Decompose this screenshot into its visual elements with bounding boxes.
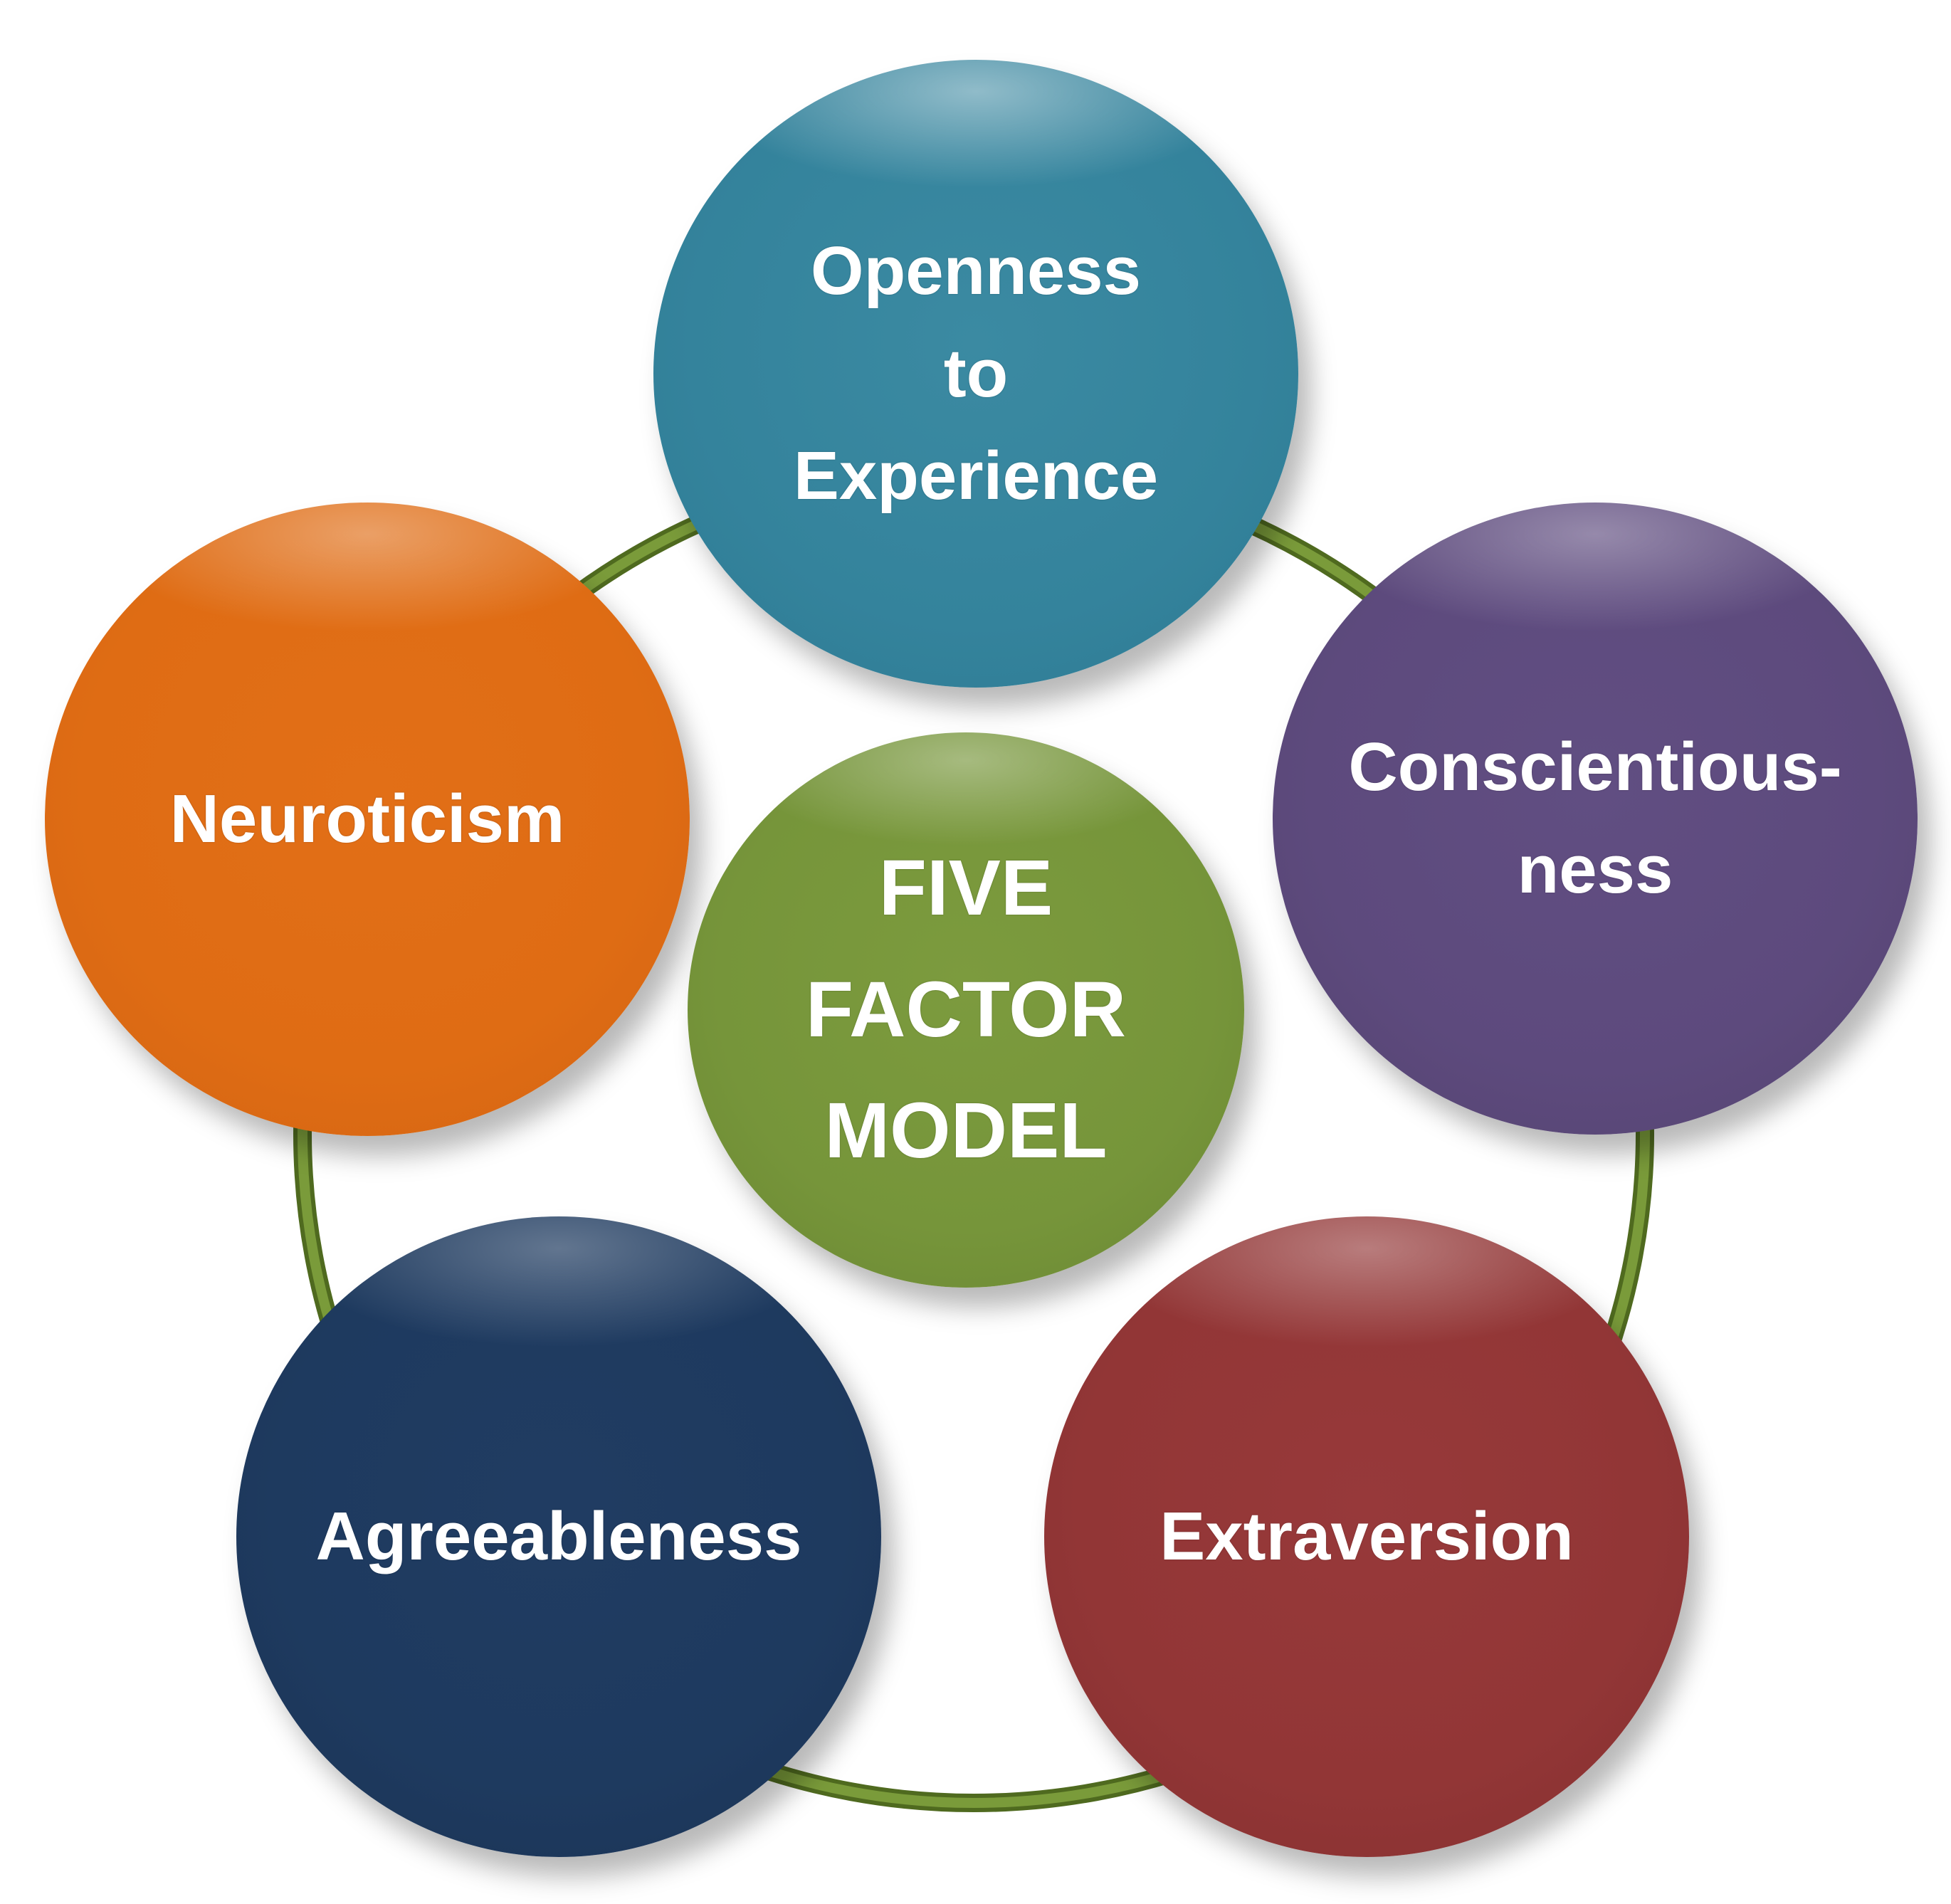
center-node: FIVE FACTOR MODEL	[688, 732, 1244, 1288]
node-neuroticism: Neuroticism	[45, 503, 690, 1136]
node-label-conscientiousness: Conscientious- ness	[1348, 729, 1842, 908]
node-agreeableness: Agreeableness	[236, 1216, 881, 1857]
node-openness: Openness to Experience	[653, 60, 1298, 688]
center-label: FIVE FACTOR MODEL	[805, 844, 1127, 1175]
node-label-openness: Openness to Experience	[793, 233, 1159, 514]
node-conscientiousness: Conscientious- ness	[1273, 503, 1918, 1135]
node-label-neuroticism: Neuroticism	[169, 781, 565, 857]
node-extraversion: Extraversion	[1044, 1216, 1689, 1857]
node-label-agreeableness: Agreeableness	[315, 1498, 802, 1574]
node-label-extraversion: Extraversion	[1159, 1498, 1574, 1574]
